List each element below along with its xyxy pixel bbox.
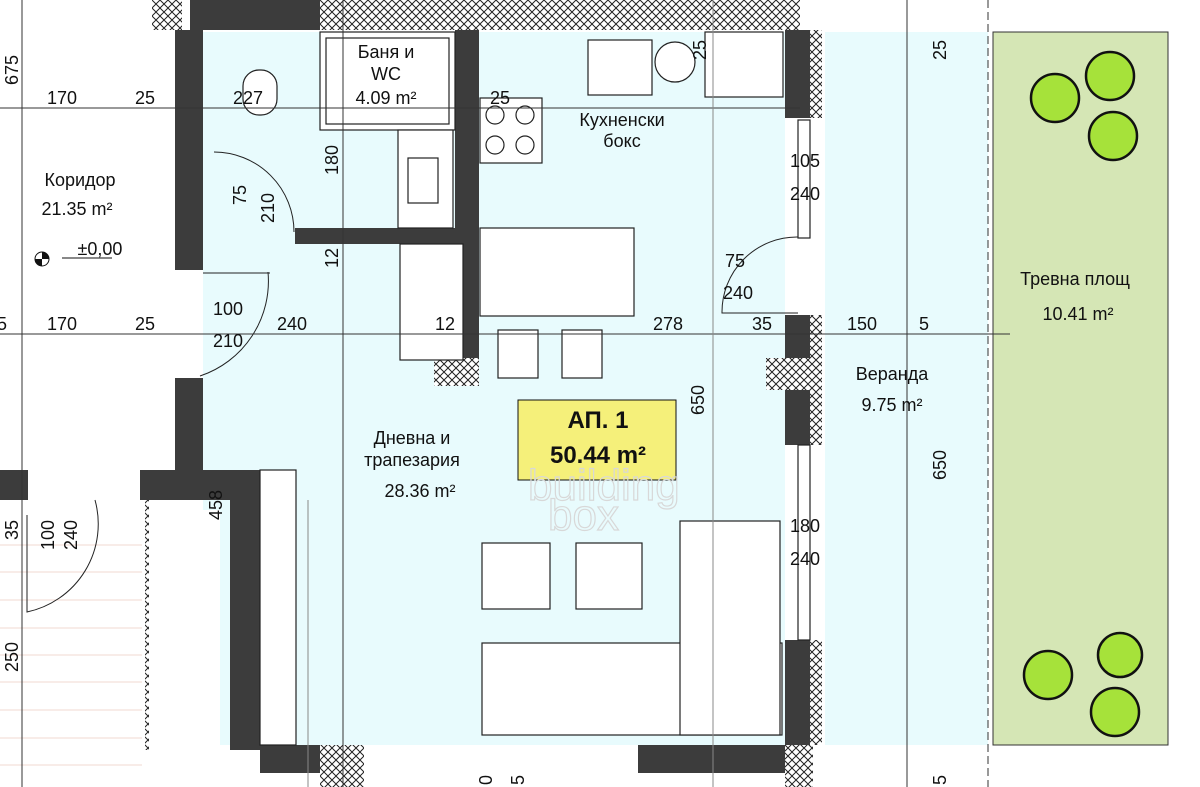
dim-label: 100 <box>213 299 243 319</box>
walls <box>0 0 822 787</box>
stair-lines <box>0 544 142 766</box>
bar-stool <box>561 329 603 379</box>
dim-label: 5 <box>0 314 7 334</box>
level-marker-icon <box>34 251 112 267</box>
washer <box>654 41 696 83</box>
dim-label: 278 <box>653 314 683 334</box>
bar-stool <box>497 329 539 379</box>
kitchen-name: Кухненски <box>579 110 664 130</box>
lawn-area-value: 10.41 m² <box>1042 304 1113 324</box>
dim-label: 250 <box>2 642 22 672</box>
dimension-labels: 170 25 227 25 5 170 25 240 12 278 35 150… <box>0 40 950 785</box>
dim-label: 240 <box>277 314 307 334</box>
dimension-lines <box>0 0 1010 787</box>
corridor-area: 21.35 m² <box>41 199 112 219</box>
watermark-text: building <box>528 461 680 510</box>
veranda-name: Веранда <box>856 364 929 384</box>
apartment-area: 50.44 m² <box>550 442 646 469</box>
bathroom-area: 4.09 m² <box>355 88 416 108</box>
shrub-icon <box>1029 72 1081 124</box>
living-area: 28.36 m² <box>384 481 455 501</box>
dim-label: 5 <box>930 775 950 785</box>
dim-label: 100 <box>38 520 58 550</box>
dim-label: 170 <box>47 88 77 108</box>
bathroom-name: WC <box>371 64 401 84</box>
fridge <box>704 31 784 98</box>
dim-label: 25 <box>490 88 510 108</box>
dim-label: 75 <box>725 251 745 271</box>
ottoman <box>575 542 643 610</box>
dim-label: 240 <box>790 549 820 569</box>
dim-label: 170 <box>47 314 77 334</box>
dim-label: 35 <box>2 520 22 540</box>
ottoman <box>481 542 551 610</box>
stair-area <box>0 510 220 787</box>
dim-label: 150 <box>847 314 877 334</box>
dim-label: 240 <box>790 184 820 204</box>
living-window <box>797 444 811 641</box>
dim-label: 675 <box>2 55 22 85</box>
dim-label: 180 <box>322 145 342 175</box>
shrub-icon <box>1096 631 1144 679</box>
dim-label: 240 <box>723 283 753 303</box>
lawn-name: Тревна площ <box>1020 269 1130 289</box>
wardrobe <box>399 243 464 361</box>
living-name: трапезария <box>364 450 460 470</box>
toilet <box>242 69 278 116</box>
dim-label: 180 <box>790 516 820 536</box>
dim-label: 0 <box>476 775 496 785</box>
sofa-chaise <box>679 520 781 736</box>
dim-label: 75 <box>230 185 250 205</box>
dim-label: 25 <box>690 40 710 60</box>
shrub-icon <box>1087 110 1139 162</box>
door-swings <box>26 151 799 613</box>
dim-label: 12 <box>322 248 342 268</box>
dim-label: 25 <box>135 88 155 108</box>
dim-label: 35 <box>752 314 772 334</box>
corridor-name: Коридор <box>44 170 115 190</box>
apartment-label: АП. 1 <box>568 407 629 434</box>
dim-label: 227 <box>233 88 263 108</box>
corridor-area <box>0 0 178 470</box>
shrub-icon <box>1089 686 1141 738</box>
shrub-icon <box>1022 649 1074 701</box>
apartment-badge <box>517 399 677 481</box>
dim-label: 105 <box>790 151 820 171</box>
shrub-icon <box>1084 50 1136 102</box>
corridor-level: ±0,00 <box>78 239 123 259</box>
living-name: Дневна и <box>374 428 451 448</box>
dim-label: 650 <box>688 385 708 415</box>
dim-label: 650 <box>930 450 950 480</box>
dim-label: 25 <box>135 314 155 334</box>
kitchen-island <box>479 227 635 317</box>
dim-label: 210 <box>258 193 278 223</box>
shrubs <box>1022 50 1144 738</box>
dim-label: 458 <box>206 490 226 520</box>
watermark-text: box <box>548 491 619 540</box>
dim-label: 5 <box>919 314 929 334</box>
dim-label: 12 <box>435 314 455 334</box>
veranda-area: 9.75 m² <box>861 395 922 415</box>
dim-label: 5 <box>508 775 528 785</box>
lawn-area <box>992 31 1169 746</box>
bathroom-name: Баня и <box>358 42 415 62</box>
kitchen-name: бокс <box>603 131 640 151</box>
dim-label: 240 <box>61 520 81 550</box>
kitchen-window <box>797 119 811 239</box>
dim-label: 210 <box>213 331 243 351</box>
kitchen-sink <box>587 39 653 96</box>
tv-unit <box>259 469 297 746</box>
furniture <box>242 31 811 746</box>
dim-label: 25 <box>930 40 950 60</box>
